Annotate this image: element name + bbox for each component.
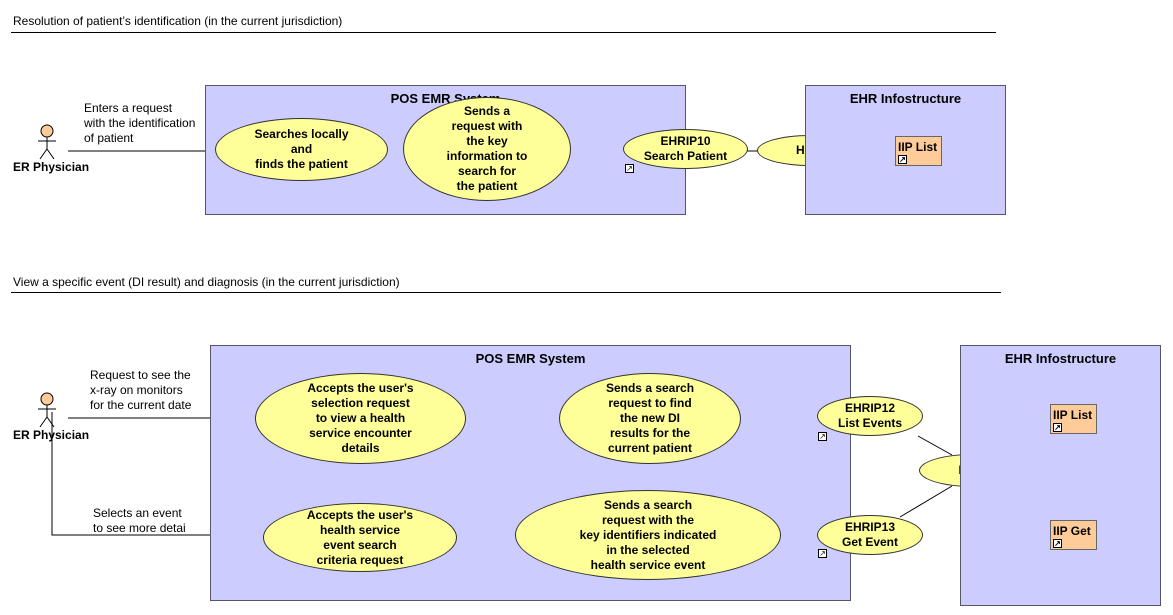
system-title: POS EMR System — [475, 351, 586, 366]
actor-icon[interactable] — [34, 124, 60, 162]
ehrip12-to-hial-line — [917, 435, 953, 456]
link-arrow-icon: ↗ — [1053, 423, 1062, 432]
interaction-ehrip12[interactable]: EHRIP12 List Events — [817, 396, 923, 436]
section2-title: View a specific event (DI result) and di… — [13, 275, 400, 289]
link-arrow-icon: ↗ — [625, 164, 634, 173]
actor-label: ER Physician — [13, 428, 90, 442]
iip-list-label: IIP List — [1053, 408, 1093, 422]
link-arrow-icon: ↗ — [898, 155, 907, 164]
actor-label: ER Physician — [13, 160, 90, 174]
use-case-send-search-di[interactable]: Sends a search request to find the new D… — [559, 373, 741, 464]
link-arrow-icon: ↗ — [1053, 539, 1062, 548]
use-case-accept-selection[interactable]: Accepts the user's selection request to … — [255, 373, 466, 464]
actor-to-accept-criteria-line — [51, 412, 264, 536]
actor-note: Enters a request with the identification… — [84, 101, 196, 145]
link-arrow-icon: ↗ — [818, 432, 827, 441]
use-case-send-request[interactable]: Sends a request with the key information… — [403, 97, 571, 201]
iip-list-label: IIP List — [898, 140, 938, 154]
interaction-ehrip10[interactable]: EHRIP10 Search Patient — [623, 129, 748, 169]
iip-list-component[interactable]: IIP List ↗ — [1050, 404, 1097, 434]
section1-divider — [11, 32, 996, 33]
actor-note-request: Request to see the x-ray on monitors for… — [90, 368, 192, 412]
link-arrow-icon: ↗ — [818, 549, 827, 558]
ehr-infostructure-box[interactable]: EHR Infostructure — [960, 345, 1161, 606]
actor-icon[interactable] — [34, 392, 60, 430]
use-case-accept-criteria[interactable]: Accepts the user's health service event … — [263, 503, 457, 572]
interaction-ehrip13[interactable]: EHRIP13 Get Event — [817, 515, 923, 555]
ehr-title: EHR Infostructure — [849, 91, 962, 106]
iip-get-component[interactable]: IIP Get ↗ — [1050, 520, 1097, 550]
iip-get-label: IIP Get — [1053, 524, 1091, 538]
actor-note-select: Selects an event to see more detai — [93, 506, 186, 535]
use-case-send-search-keys[interactable]: Sends a search request with the key iden… — [515, 490, 781, 580]
use-case-search-locally[interactable]: Searches locally and finds the patient — [215, 118, 388, 181]
iip-list-component[interactable]: IIP List ↗ — [895, 136, 942, 166]
section2-divider — [11, 292, 1001, 293]
section1-title: Resolution of patient’s identification (… — [13, 14, 343, 28]
ehrip13-to-hial-line — [899, 485, 953, 518]
ehr-title: EHR Infostructure — [1004, 351, 1117, 366]
